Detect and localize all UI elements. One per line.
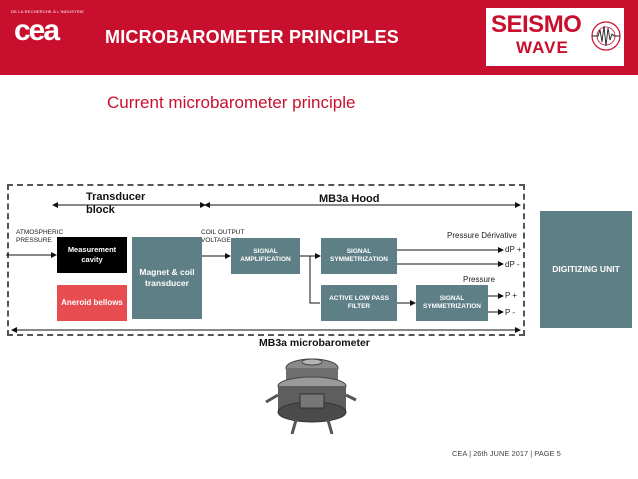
pressure-derivative-label: Pressure Dérivative [447, 231, 517, 240]
org-tagline: DE LA RECHERCHE À L'INDUSTRIE [11, 9, 85, 14]
cea-logo: cea [14, 14, 60, 47]
slide-subtitle: Current microbarometer principle [107, 93, 356, 112]
seismo-logo-text: SEISMO [491, 11, 582, 38]
aneroid-bellows-box: Aneroid bellows [57, 285, 127, 321]
active-low-pass-filter-box: ACTIVE LOW PASS FILTER [321, 285, 397, 321]
digitizing-unit-box: DIGITIZING UNIT [540, 211, 632, 328]
diagram-caption: MB3a microbarometer [259, 337, 370, 349]
signal-amplification-box: SIGNAL AMPLIFICATION [231, 238, 300, 274]
p-plus-label: P + [505, 291, 518, 300]
mb3a-device-image [265, 358, 357, 435]
pressure-label: Pressure [463, 275, 496, 284]
wave-logo-text: WAVE [516, 38, 569, 57]
signal-symmetrization-box-2: SIGNAL SYMMETRIZATION [416, 285, 488, 321]
footer-text: CEA | 26th JUNE 2017 | PAGE 5 [452, 449, 561, 458]
page-title: MICROBAROMETER PRINCIPLES [105, 27, 400, 47]
signal-symmetrization-box-1: SIGNAL SYMMETRIZATION [321, 238, 397, 274]
p-minus-label: P - [505, 308, 516, 317]
measurement-cavity-box: Measurement cavity [57, 237, 127, 273]
amp-to-lowpass-line [309, 256, 320, 304]
atmospheric-pressure-label: ATMOSPHERIC PRESSURE [16, 229, 64, 244]
magnet-coil-box: Magnet & coil transducer [132, 237, 202, 319]
seismograph-icon [591, 21, 621, 51]
dp-minus-label: dP - [505, 260, 520, 269]
coil-output-voltage-label: COIL OUTPUT VOLTAGE [201, 229, 245, 244]
dp-plus-label: dP + [505, 245, 522, 254]
